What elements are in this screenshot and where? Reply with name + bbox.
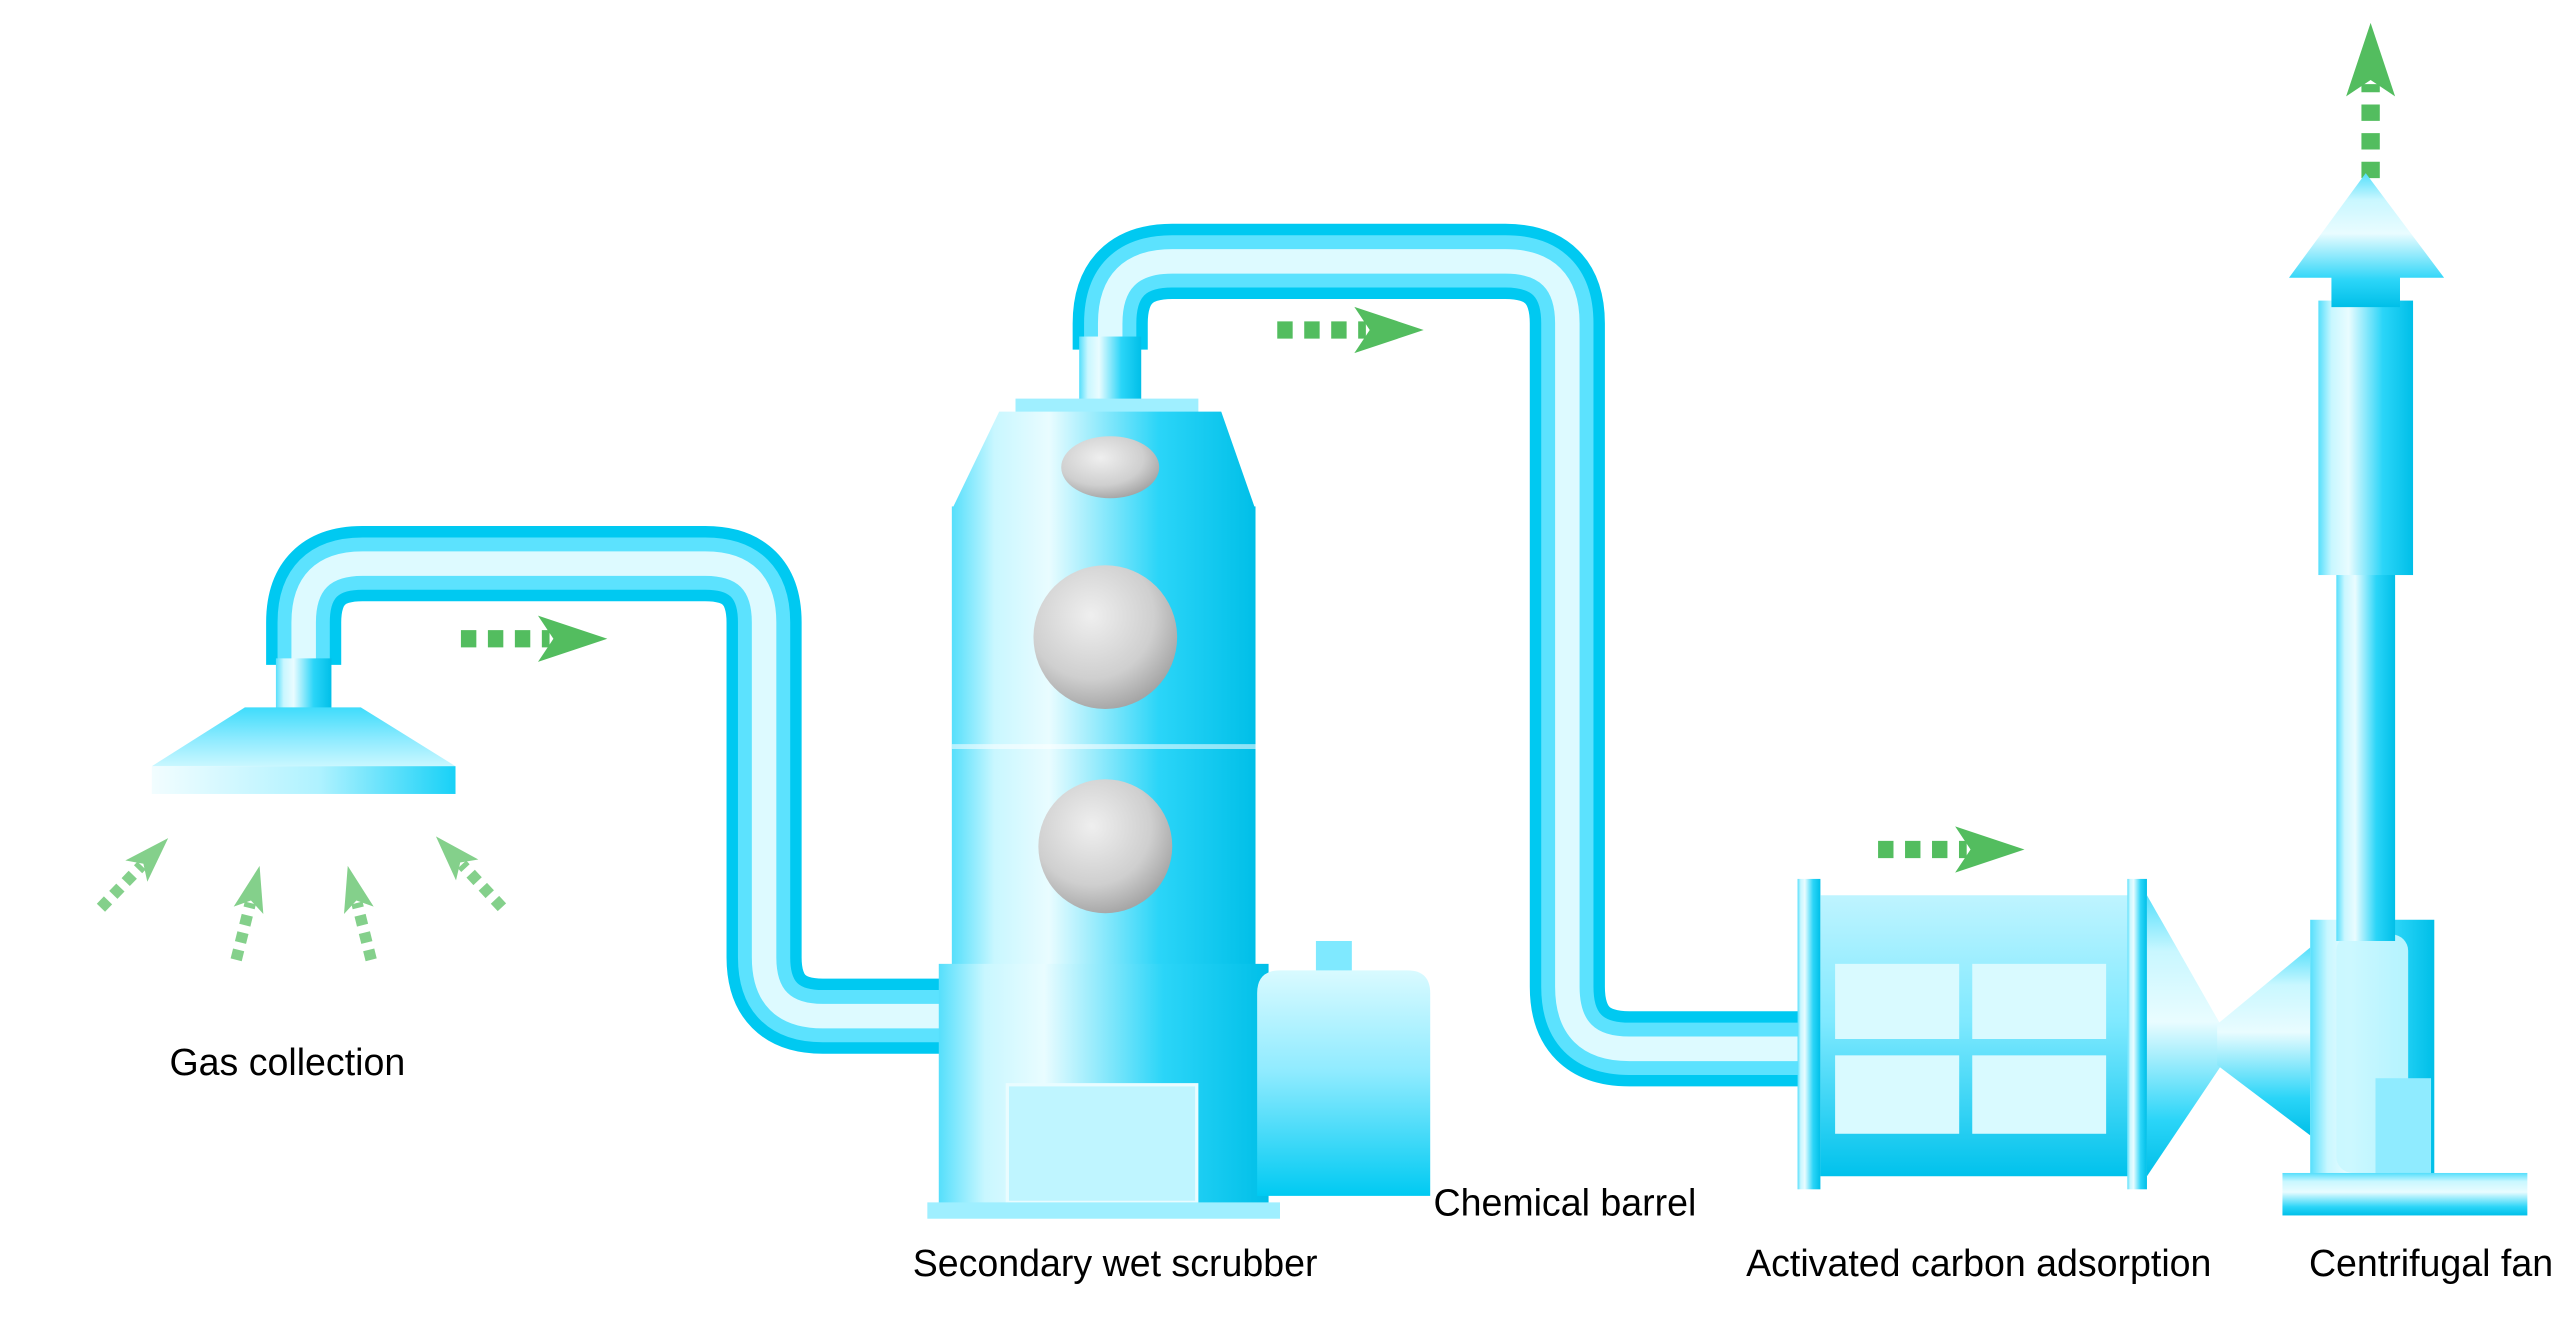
flow-arrow-right-icon bbox=[1277, 307, 1423, 353]
carbon-panel bbox=[1972, 1055, 2107, 1134]
fan-inlet-cone bbox=[2217, 947, 2311, 1136]
scrubber-porthole-lower bbox=[1038, 779, 1173, 914]
label-gas-collection: Gas collection bbox=[169, 1041, 405, 1083]
intake-arrow-icon bbox=[425, 826, 513, 918]
scrubber-flange bbox=[1015, 398, 1199, 414]
hood-rim bbox=[151, 766, 456, 794]
activated-carbon-adsorption-unit bbox=[1797, 878, 2221, 1190]
intake-arrow-icon bbox=[221, 862, 274, 963]
pipe-scrubber-to-carbon bbox=[1072, 223, 1806, 1087]
exhaust-stack bbox=[2288, 173, 2445, 941]
hood-neck bbox=[275, 658, 332, 711]
pipe-highlight bbox=[291, 551, 957, 1029]
gas-collection-hood bbox=[151, 658, 456, 794]
carbon-panel bbox=[1835, 963, 1960, 1040]
secondary-wet-scrubber bbox=[927, 336, 1280, 1219]
hood-canopy bbox=[151, 707, 456, 767]
intake-arrow-icon bbox=[90, 827, 179, 918]
scrubber-outlet-neck bbox=[1079, 336, 1142, 409]
carbon-outlet-cone bbox=[2146, 895, 2221, 1177]
stack-cap-arrow bbox=[2288, 173, 2445, 308]
label-centrifugal-fan: Centrifugal fan bbox=[2309, 1242, 2553, 1284]
barrel-body bbox=[1257, 970, 1431, 1196]
flow-arrow-right-icon bbox=[1878, 826, 2024, 872]
scrubber-base-plate bbox=[927, 1202, 1280, 1219]
carbon-left-flange bbox=[1797, 878, 1821, 1190]
scrubber-access-door bbox=[1005, 1083, 1199, 1205]
scrubber-porthole-top bbox=[1061, 436, 1160, 499]
flow-arrow-up-icon bbox=[2346, 23, 2395, 178]
stack-wide-section bbox=[2318, 300, 2414, 576]
barrel-neck bbox=[1315, 940, 1352, 974]
scrubber-porthole-upper bbox=[1033, 565, 1178, 710]
carbon-panel bbox=[1972, 963, 2107, 1040]
label-secondary-wet-scrubber: Secondary wet scrubber bbox=[913, 1242, 1318, 1284]
stack-lower-pipe bbox=[2336, 568, 2396, 941]
carbon-panel bbox=[1835, 1055, 1960, 1134]
fan-base-plate bbox=[2282, 1172, 2528, 1216]
label-activated-carbon-adsorption: Activated carbon adsorption bbox=[1746, 1242, 2211, 1284]
pipe-highlight bbox=[1097, 249, 1806, 1062]
pipe-hood-to-scrubber bbox=[266, 526, 957, 1054]
carbon-right-flange bbox=[2127, 878, 2147, 1190]
centrifugal-fan bbox=[2217, 919, 2528, 1216]
chemical-barrel bbox=[1257, 940, 1431, 1196]
flow-arrow-right-icon bbox=[461, 616, 607, 662]
intake-arrow-icon bbox=[333, 862, 386, 963]
label-chemical-barrel: Chemical barrel bbox=[1433, 1181, 1696, 1223]
fan-pedestal bbox=[2375, 1078, 2432, 1173]
